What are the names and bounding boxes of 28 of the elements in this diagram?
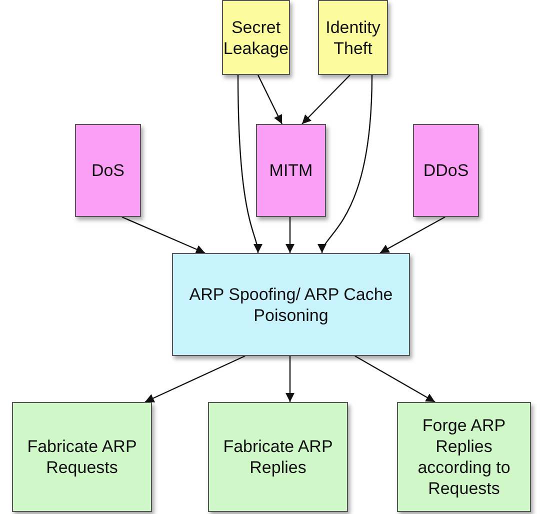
- arrow: [354, 355, 436, 403]
- arrow: [380, 216, 446, 254]
- arrow: [286, 217, 294, 253]
- node-label: Identity Theft: [324, 16, 382, 58]
- arrow: [319, 74, 373, 254]
- arrow: [237, 75, 262, 254]
- threat-box: [222, 0, 290, 75]
- node-label: Fabricate ARP Replies: [222, 436, 334, 478]
- node-label: Forge ARP Replies according to Requests: [416, 415, 512, 499]
- method-box: [12, 402, 152, 512]
- threat-box: [318, 0, 388, 75]
- method-box: [397, 402, 531, 512]
- node-label: Fabricate ARP Requests: [26, 436, 138, 478]
- attack-box: [75, 124, 141, 217]
- node-label: Secret Leakage: [222, 16, 290, 58]
- technique-box: [172, 253, 410, 356]
- arrow: [144, 355, 246, 403]
- node-label: MITM: [268, 160, 314, 181]
- attack-box: [256, 124, 326, 217]
- arrow: [286, 356, 294, 402]
- node-label: DoS: [90, 160, 126, 181]
- arrow: [122, 216, 206, 254]
- arrow: [257, 74, 283, 124]
- method-box: [208, 402, 348, 512]
- attack-box: [413, 124, 479, 217]
- node-label: ARP Spoofing/ ARP Cache Poisoning: [188, 284, 394, 326]
- arrow: [302, 74, 350, 124]
- node-label: DDoS: [422, 160, 470, 181]
